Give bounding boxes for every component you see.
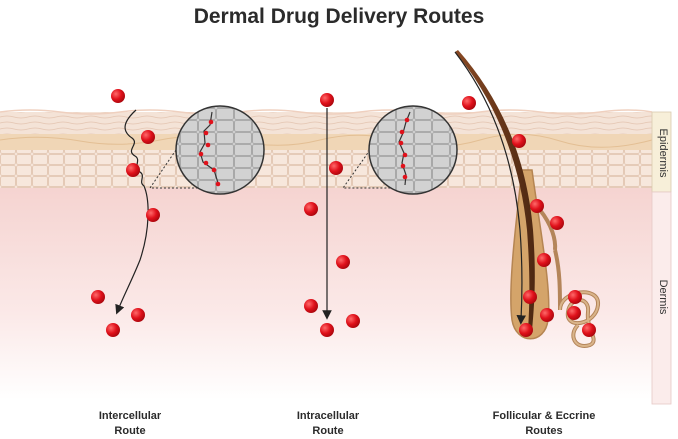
drug-particle <box>512 134 526 148</box>
drug-particle <box>550 216 564 230</box>
inset-drug-particle <box>203 130 209 136</box>
inset-drug-particle <box>203 160 209 166</box>
drug-particle <box>462 96 476 110</box>
drug-particle <box>540 308 554 322</box>
inset-drug-particle <box>198 151 204 157</box>
drug-particle <box>523 290 537 304</box>
follicular-arrow <box>454 51 527 325</box>
drug-particle <box>346 314 360 328</box>
inset-drug-particle <box>400 163 406 169</box>
inset-drug-particle <box>205 142 211 148</box>
stratum-corneum-layer <box>0 112 652 134</box>
drug-particle <box>131 308 145 322</box>
inset-drug-particle <box>399 129 405 135</box>
drug-particle <box>582 323 596 337</box>
drug-particle <box>336 255 350 269</box>
granular-layer <box>0 132 652 150</box>
drug-particle <box>530 199 544 213</box>
drug-particle <box>91 290 105 304</box>
drug-particle <box>304 202 318 216</box>
drug-particle <box>141 130 155 144</box>
drug-particle <box>329 161 343 175</box>
drug-particle <box>519 323 533 337</box>
route-label-intercellular: Intercellular Route <box>98 410 162 437</box>
drug-particle <box>320 93 334 107</box>
route-label-intracellular: Intracellular Route <box>296 410 360 437</box>
drug-particle <box>126 163 140 177</box>
inset-drug-particle <box>208 119 214 125</box>
viable-epidermis-layer <box>0 148 652 188</box>
inset-intracellular <box>368 105 458 195</box>
drug-particle <box>320 323 334 337</box>
inset-intercellular <box>175 105 265 195</box>
drug-particle <box>568 290 582 304</box>
inset-drug-particle <box>215 181 221 187</box>
inset-drug-particle <box>402 174 408 180</box>
hair-shaft <box>455 50 535 330</box>
route-label-follicular-eccrine: Follicular & Eccrine Routes <box>492 410 596 437</box>
epidermis-label: Epidermis <box>657 128 669 178</box>
inset-drug-particle <box>211 167 217 173</box>
inset-drug-particle <box>398 140 404 146</box>
drug-particle <box>537 253 551 267</box>
dermis-bar <box>651 191 672 405</box>
drug-particle <box>146 208 160 222</box>
inset-drug-particle <box>402 152 408 158</box>
drug-particle <box>106 323 120 337</box>
drug-particle <box>567 306 581 320</box>
diagram-title: Dermal Drug Delivery Routes <box>193 5 485 28</box>
dermis-label: Dermis <box>657 279 669 315</box>
drug-particle <box>111 89 125 103</box>
intercellular-arrow <box>115 109 149 315</box>
inset-drug-particle <box>404 117 410 123</box>
drug-particle <box>304 299 318 313</box>
